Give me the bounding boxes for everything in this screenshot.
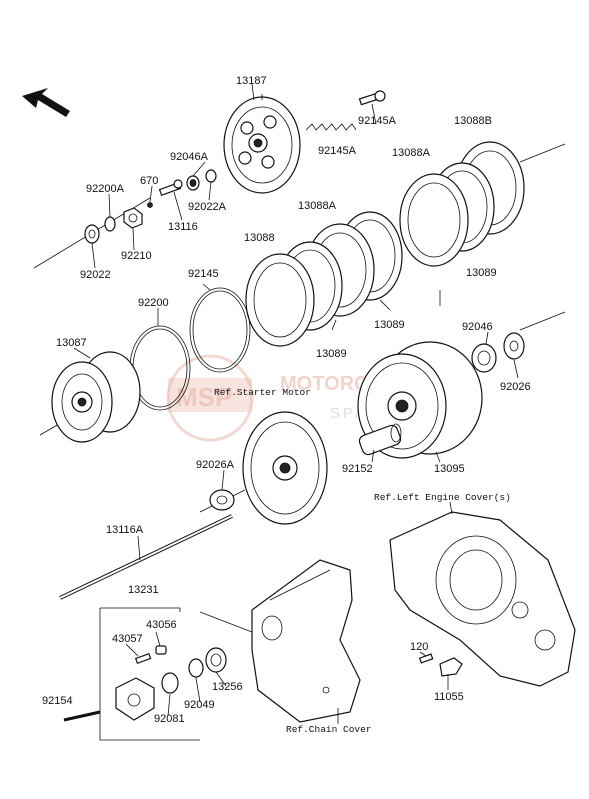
label-92145A-top: 92145A [358, 115, 397, 127]
left-engine-cover[interactable] [389, 511, 576, 687]
label-13088A-mid: 13088A [298, 200, 337, 212]
label-92026: 92026 [500, 381, 531, 393]
label-92152: 92152 [342, 463, 373, 475]
label-92145A-mid: 92145A [318, 145, 357, 157]
label-13088: 13088 [244, 232, 275, 244]
label-670: 670 [140, 175, 158, 187]
label-92210: 92210 [121, 250, 152, 262]
friction-plate-13088[interactable] [245, 253, 315, 347]
label-43057: 43057 [112, 633, 143, 645]
clutch-spring-92145A[interactable] [305, 123, 357, 131]
label-92049: 92049 [184, 699, 215, 711]
label-13089-mid: 13089 [374, 319, 405, 331]
pushrod-13116[interactable] [158, 179, 183, 197]
label-13089-low: 13089 [316, 348, 347, 360]
label-92022: 92022 [80, 269, 111, 281]
chain-cover[interactable] [251, 559, 361, 723]
bolt-120[interactable] [418, 653, 434, 664]
label-92200: 92200 [138, 297, 169, 309]
bolt-92145A[interactable] [358, 90, 386, 106]
sleeve-92152[interactable] [358, 423, 402, 456]
label-13088A-top: 13088A [392, 147, 431, 159]
reference-labels: Ref.Starter Motor Ref.Left Engine Cover(… [214, 387, 511, 735]
needle-bearing-92046[interactable] [471, 343, 497, 373]
label-92046: 92046 [462, 321, 493, 333]
label-92081: 92081 [154, 713, 185, 725]
ref-chain-cover: Ref.Chain Cover [286, 724, 372, 735]
release-assembly-13231[interactable] [99, 607, 200, 741]
label-92046A: 92046A [170, 151, 209, 163]
o-ring-92145[interactable] [189, 287, 251, 373]
washer-92022[interactable] [84, 224, 100, 244]
bolt-43057[interactable] [134, 652, 152, 664]
ref-left-engine-cover: Ref.Left Engine Cover(s) [374, 492, 511, 503]
label-92200A: 92200A [86, 183, 125, 195]
starter-gear[interactable] [242, 411, 328, 525]
label-13089-right: 13089 [466, 267, 497, 279]
seal-92081[interactable] [161, 672, 179, 694]
watermark-logo: MSP [176, 382, 232, 412]
seal-92049[interactable] [188, 658, 204, 678]
pushrod-13116A[interactable] [59, 514, 233, 600]
label-13095: 13095 [434, 463, 465, 475]
label-13256: 13256 [212, 681, 243, 693]
bolt-92154[interactable] [63, 710, 101, 722]
friction-plate-13088A-top[interactable] [399, 173, 469, 267]
clutch-hub-13087[interactable] [51, 351, 141, 443]
label-13116: 13116 [168, 221, 198, 233]
label-43056: 43056 [146, 619, 177, 631]
label-120: 120 [410, 641, 428, 653]
label-92026A: 92026A [196, 459, 235, 471]
washer-92026A[interactable] [209, 489, 235, 511]
bracket-11055[interactable] [439, 657, 463, 677]
piston-13256[interactable] [205, 647, 227, 673]
washer-92200A[interactable] [104, 216, 116, 232]
label-11055: 11055 [434, 691, 464, 703]
direction-arrow-icon [22, 88, 70, 117]
ball-670[interactable] [147, 202, 153, 208]
fitting-43056[interactable] [155, 645, 167, 655]
nut-92210[interactable] [123, 207, 143, 229]
washer-92022A[interactable] [205, 169, 217, 183]
label-92145: 92145 [188, 268, 219, 280]
label-92154: 92154 [42, 695, 73, 707]
label-13088B: 13088B [454, 115, 492, 127]
label-92022A: 92022A [188, 201, 227, 213]
bearing-92046A[interactable] [186, 175, 200, 191]
part-labels: 13187 92145A 92145A 13088B 13088A 92046A… [42, 75, 531, 725]
leader-lines [73, 83, 519, 724]
label-13231: 13231 [128, 584, 159, 596]
label-13116A: 13116A [106, 524, 144, 536]
label-13087: 13087 [56, 337, 87, 349]
washer-92026[interactable] [503, 332, 525, 360]
label-13187: 13187 [236, 75, 267, 87]
ref-starter-motor: Ref.Starter Motor [214, 387, 311, 398]
pressure-plate-13187[interactable] [223, 96, 301, 194]
